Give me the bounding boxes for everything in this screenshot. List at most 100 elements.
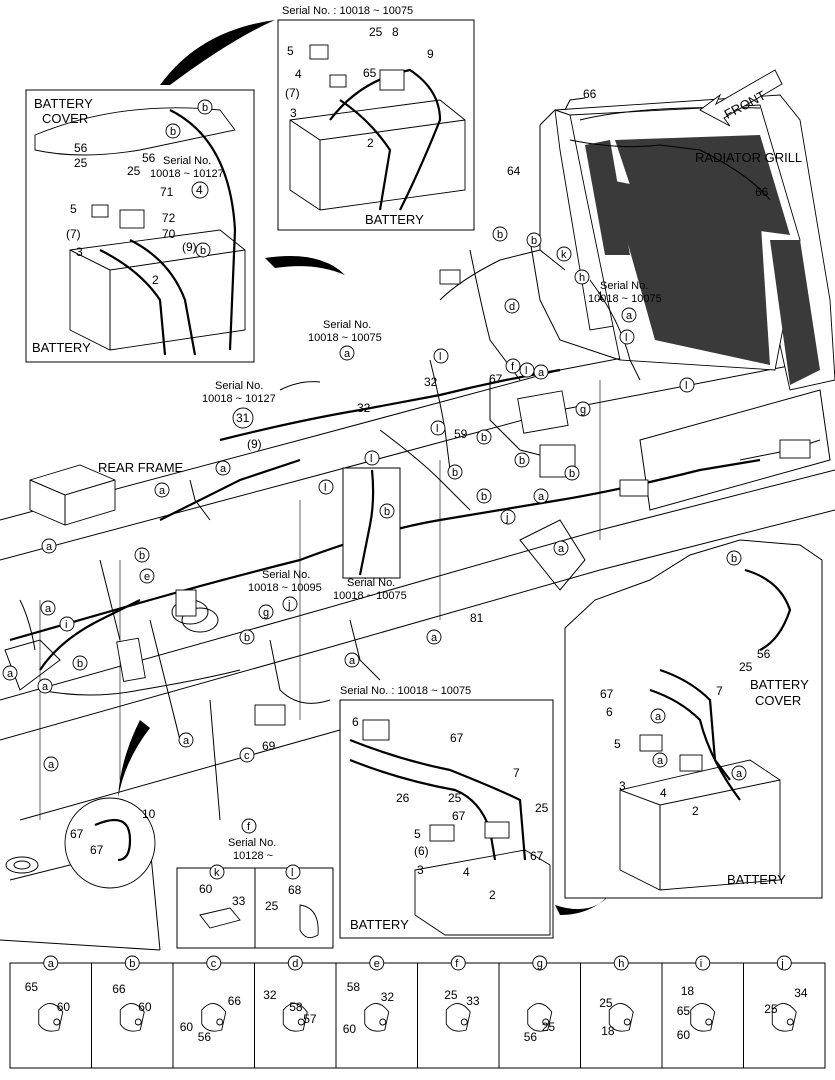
- svg-text:l: l: [439, 351, 441, 363]
- svg-text:a: a: [558, 543, 565, 555]
- radiator-grill: [539, 94, 835, 391]
- strip-letter: b: [129, 958, 135, 970]
- callout-b: b: [72, 655, 88, 671]
- strip-part-number: 56: [524, 1030, 538, 1044]
- bc-n-4: 4: [463, 865, 470, 879]
- strip-part-number: 32: [263, 988, 277, 1002]
- cd-n-67b: 67: [90, 843, 104, 857]
- svg-text:a: a: [159, 485, 166, 497]
- callout-b: b: [476, 488, 492, 504]
- serial-1: Serial No.10018 ~ 10075: [588, 280, 662, 305]
- n-67: 67: [489, 372, 503, 386]
- strip-part-number: 60: [180, 1020, 194, 1034]
- strip-letter: d: [292, 958, 298, 970]
- svg-text:a: a: [42, 681, 49, 693]
- bc-n-3: 3: [417, 863, 424, 877]
- kl-k-33: 33: [232, 894, 246, 908]
- callout-e: e: [139, 568, 155, 584]
- strip-letter: g: [537, 958, 543, 970]
- svg-text:c: c: [244, 750, 250, 762]
- tc-n-65: 65: [363, 66, 377, 80]
- svg-text:a: a: [48, 759, 55, 771]
- svg-text:l: l: [525, 365, 527, 377]
- strip-letter-circle: [532, 955, 548, 971]
- svg-text:b: b: [200, 245, 206, 257]
- kl-l-25: 25: [265, 899, 279, 913]
- strip-part-number: 60: [343, 1022, 357, 1036]
- bc-n-6b: (6): [414, 844, 429, 858]
- n-81: 81: [470, 611, 484, 625]
- svg-text:j: j: [505, 512, 508, 524]
- callout-l: l: [619, 329, 635, 345]
- strip-part-number: 34: [794, 986, 808, 1000]
- strip-part: [690, 1003, 716, 1032]
- serial-4: Serial No.10018 ~ 10095: [248, 569, 322, 594]
- callout-b: b: [239, 629, 255, 645]
- callout-l: l: [364, 450, 380, 466]
- callout-g: g: [258, 604, 274, 620]
- strip-part-number: 18: [601, 1024, 615, 1038]
- n-31: 31: [236, 411, 250, 425]
- tl-n-25a: 25: [74, 156, 88, 170]
- callout-l: l: [433, 348, 449, 364]
- n-32b: 32: [357, 401, 371, 415]
- strip-letter-circle: [43, 955, 59, 971]
- r-n-5: 5: [614, 737, 621, 751]
- kl-k-60: 60: [199, 882, 213, 896]
- svg-text:d: d: [509, 301, 515, 313]
- tc-n-2: 2: [367, 136, 374, 150]
- frame-outline: [0, 319, 835, 951]
- bc-n-67b: 67: [452, 809, 466, 823]
- tl-n-25b: 25: [127, 164, 141, 178]
- tl-n-70: 70: [162, 227, 176, 241]
- callout-a: a: [41, 538, 57, 554]
- svg-text:l: l: [436, 423, 438, 435]
- callout-f: f: [505, 358, 521, 374]
- serial-5: Serial No.10018 ~ 10075: [333, 577, 407, 602]
- strip-part: [364, 1003, 390, 1032]
- svg-text:b: b: [481, 491, 487, 503]
- callout-b: b: [165, 123, 181, 139]
- serial-3: Serial No.10018 ~ 10127: [202, 380, 276, 405]
- strip-part-number: 18: [681, 984, 695, 998]
- svg-text:f: f: [247, 821, 251, 833]
- letter-callouts: a a a a a a a a a a a a a a a b b b b b …: [2, 99, 695, 834]
- callout-a: a: [43, 756, 59, 772]
- n-66a: 66: [583, 87, 597, 101]
- tc-n-9: 9: [427, 47, 434, 61]
- strip-part-number: 66: [112, 982, 126, 996]
- strip-bolt: [297, 1018, 305, 1026]
- svg-text:g: g: [580, 404, 586, 416]
- tc-n-3: 3: [290, 106, 297, 120]
- tl-n-56b: 56: [142, 151, 156, 165]
- strip-part-number: 58: [289, 1000, 303, 1014]
- callout-a: a: [339, 345, 355, 361]
- svg-text:a: a: [626, 310, 633, 322]
- strip-part-number: 33: [466, 994, 480, 1008]
- svg-text:b: b: [244, 632, 250, 644]
- strip-bolt: [134, 1018, 142, 1026]
- strip-part-number: 65: [677, 1004, 691, 1018]
- n-69: 69: [262, 739, 276, 753]
- strip-part-number: 25: [542, 1020, 556, 1034]
- callout-b: b: [564, 465, 580, 481]
- strip-bolt: [216, 1018, 224, 1026]
- svg-text:a: a: [657, 755, 664, 767]
- svg-text:a: a: [46, 541, 53, 553]
- bc-n-5: 5: [414, 827, 421, 841]
- svg-text:b: b: [731, 553, 737, 565]
- svg-text:a: a: [45, 603, 52, 615]
- bc-n-2: 2: [489, 888, 496, 902]
- tl-n-72: 72: [162, 211, 176, 225]
- tc-n-8: 8: [392, 25, 399, 39]
- tl-battery: BATTERY: [32, 340, 91, 355]
- bc-n-25a: 25: [448, 791, 462, 805]
- callout-b: b: [134, 547, 150, 563]
- callout-b: b: [447, 464, 463, 480]
- tl-n-5: 5: [70, 202, 77, 216]
- serial-2: Serial No.10018 ~ 10075: [308, 319, 382, 344]
- strip-bolt: [623, 1018, 631, 1026]
